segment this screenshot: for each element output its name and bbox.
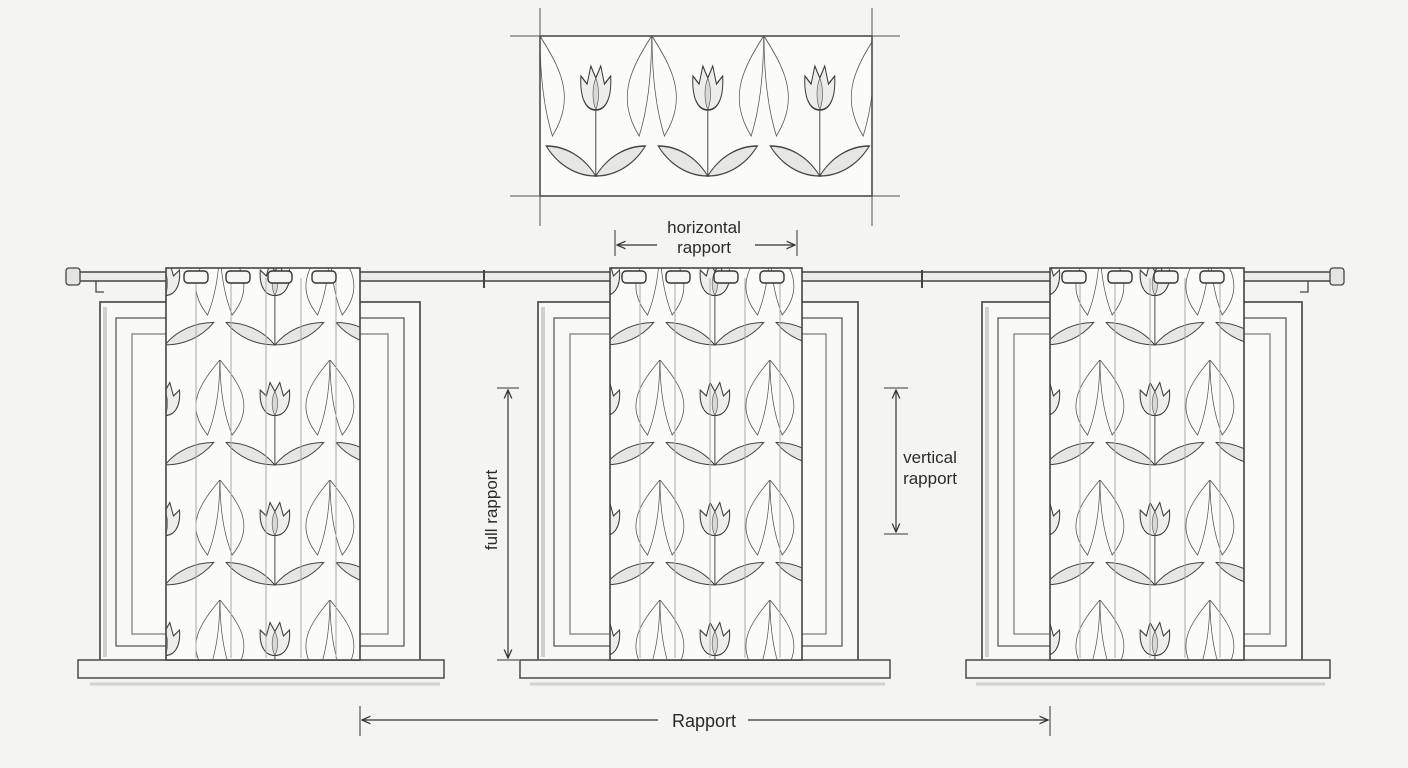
- full-rapport-label: full rapport: [482, 470, 501, 551]
- full-rapport-dimension: full rapport: [482, 387, 519, 661]
- horizontal-rapport-dimension: horizontal rapport: [614, 218, 798, 257]
- horizontal-rapport-label-line2: rapport: [677, 238, 731, 257]
- rod-finial-right: [1329, 267, 1345, 286]
- pattern-swatch: [510, 8, 900, 226]
- horizontal-rapport-label-line1: horizontal: [667, 218, 741, 237]
- window-sill: [519, 659, 891, 679]
- curtain-grommets: [183, 270, 337, 284]
- rod-bracket: [1300, 281, 1309, 293]
- window-sill: [965, 659, 1331, 679]
- vertical-rapport-label-line2: rapport: [903, 469, 957, 488]
- window-sill: [77, 659, 445, 679]
- curtain-grommets: [621, 270, 785, 284]
- curtain-grommets: [1061, 270, 1225, 284]
- rapport-dimension: Rapport: [359, 706, 1051, 736]
- vertical-rapport-label-line1: vertical: [903, 448, 957, 467]
- window-left: [77, 300, 445, 686]
- rod-bracket: [95, 281, 104, 293]
- vertical-rapport-dimension: vertical rapport: [884, 387, 957, 535]
- curtain-left: [165, 267, 361, 661]
- window-center: [519, 300, 891, 686]
- curtain-center: [609, 267, 803, 661]
- rapport-label: Rapport: [672, 711, 736, 731]
- rod-finial-left: [65, 267, 81, 286]
- curtain-right: [1049, 267, 1245, 661]
